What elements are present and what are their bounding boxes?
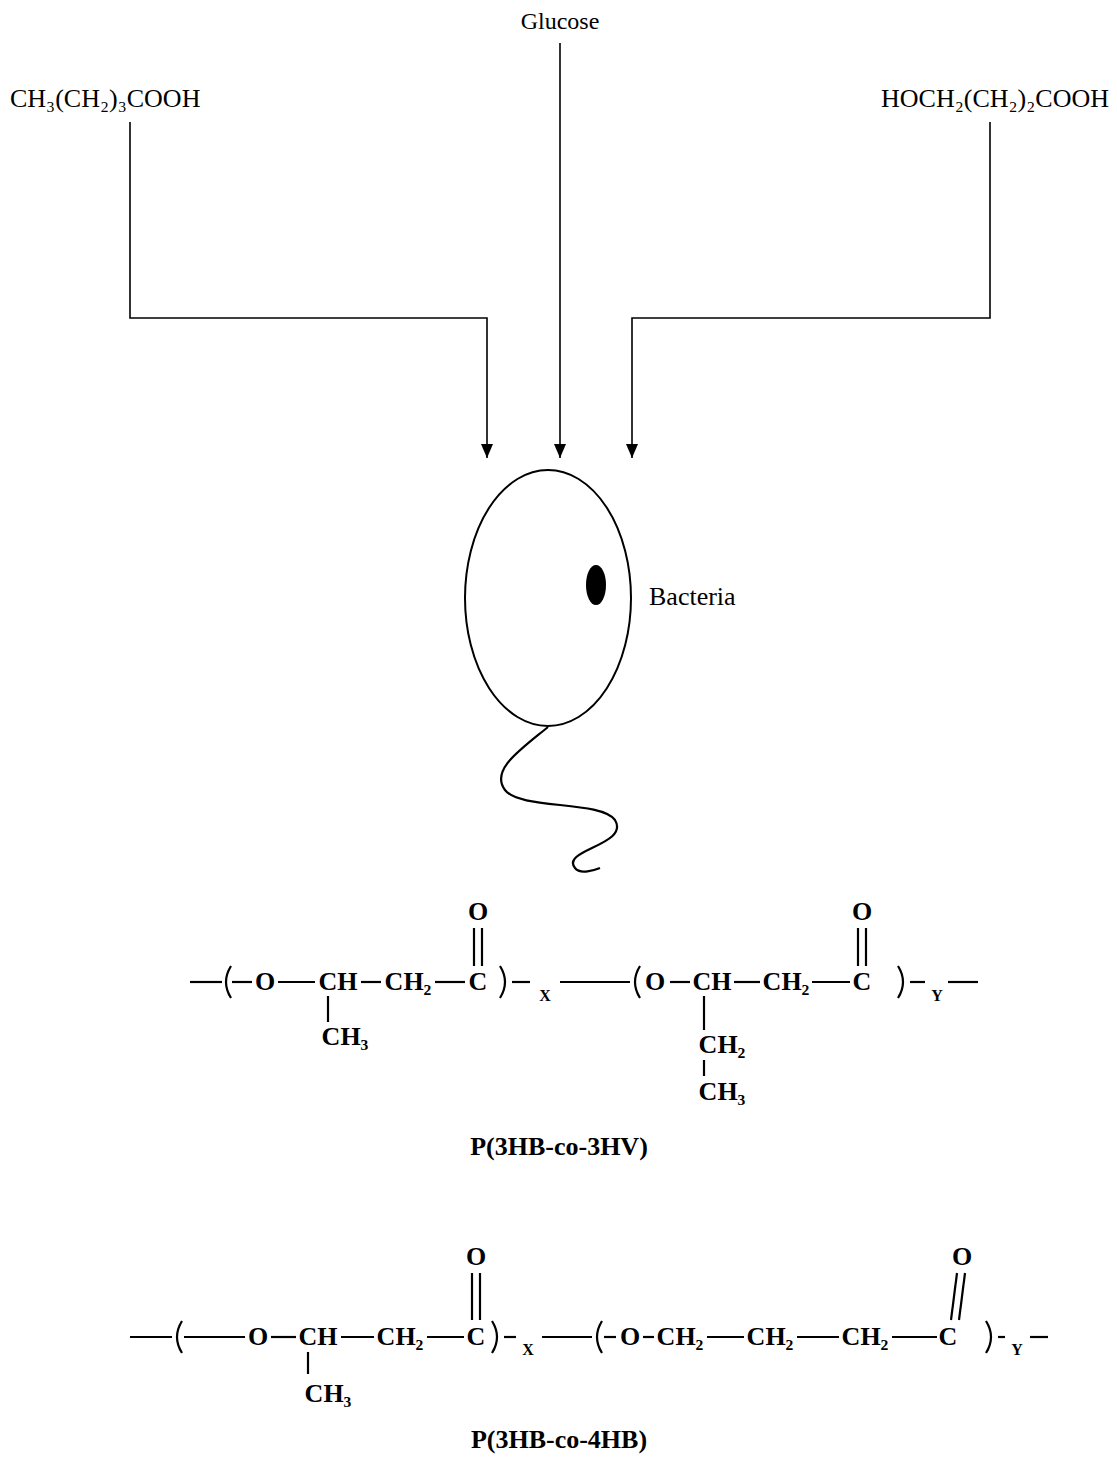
atom-group: O bbox=[468, 899, 488, 925]
repeat-subscript: Y bbox=[931, 988, 943, 1004]
atom-group: CH₃ bbox=[305, 1381, 352, 1407]
atom-group: O bbox=[248, 1324, 268, 1350]
cell-outline bbox=[463, 468, 633, 728]
atom-group: O bbox=[952, 1244, 972, 1270]
feed-arrow bbox=[554, 43, 566, 458]
atom-group: CH bbox=[693, 969, 732, 995]
node-text: Glucose bbox=[521, 8, 600, 35]
node-text: HOCH₂(CH₂)₂COOH bbox=[881, 84, 1109, 114]
atom-group: C bbox=[469, 969, 488, 995]
polymer-name: P(3HB-co-3HV) bbox=[470, 1134, 648, 1160]
atom-group: C bbox=[467, 1324, 486, 1350]
node-text: CH₃(CH₂)₃COOH bbox=[10, 84, 200, 114]
flagellum bbox=[501, 727, 617, 872]
atom-group: C bbox=[939, 1324, 958, 1350]
atom-group: CH₂ bbox=[747, 1324, 794, 1350]
polymer-name: P(3HB-co-4HB) bbox=[471, 1427, 647, 1453]
atom-group: O bbox=[852, 899, 872, 925]
substrate-formula: CH₃(CH₂)₃COOH bbox=[10, 84, 200, 114]
atom-group: O bbox=[620, 1324, 640, 1350]
repeat-subscript: Y bbox=[1011, 1342, 1023, 1358]
atom-group: CH₃ bbox=[322, 1024, 369, 1050]
bacterium-cell: Bacteria bbox=[463, 468, 633, 728]
cell-label: Bacteria bbox=[649, 582, 736, 612]
bond-lines bbox=[190, 928, 978, 1076]
repeat-subscript: X bbox=[522, 1342, 534, 1358]
bond-lines bbox=[130, 1273, 1048, 1374]
repeat-subscript: X bbox=[539, 988, 551, 1004]
atom-group: CH₂ bbox=[657, 1324, 704, 1350]
atom-group: CH₂ bbox=[385, 969, 432, 995]
atom-group: C bbox=[853, 969, 872, 995]
atom-group: CH₂ bbox=[377, 1324, 424, 1350]
atom-group: CH bbox=[299, 1324, 338, 1350]
atom-group: CH bbox=[319, 969, 358, 995]
atom-group: O bbox=[466, 1244, 486, 1270]
atom-group: CH₂ bbox=[699, 1032, 746, 1058]
atom-group: CH₂ bbox=[842, 1324, 889, 1350]
atom-group: CH₃ bbox=[699, 1079, 746, 1105]
feed-arrow bbox=[130, 122, 493, 458]
atom-group: O bbox=[255, 969, 275, 995]
atom-group: O bbox=[645, 969, 665, 995]
substrate-formula: HOCH₂(CH₂)₂COOH bbox=[881, 84, 1109, 114]
substrate-name: Glucose bbox=[521, 8, 600, 35]
feed-arrow bbox=[626, 122, 990, 458]
atom-group: CH₂ bbox=[763, 969, 810, 995]
